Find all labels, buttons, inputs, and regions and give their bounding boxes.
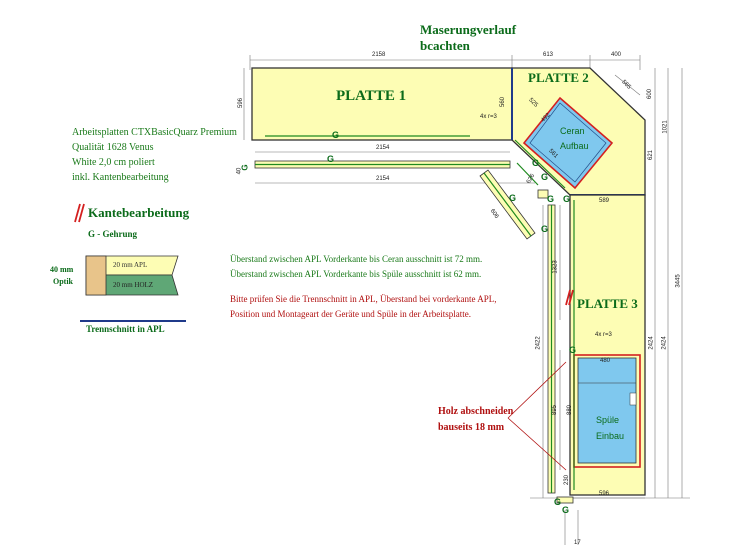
dim-label: 1323: [552, 260, 559, 274]
dim-label: 895: [552, 404, 559, 416]
miter-mark: G: [332, 130, 340, 140]
dim-label: 560: [500, 96, 507, 108]
dim-label: 589: [599, 198, 610, 204]
header-line-1: Maserungverlauf: [420, 22, 517, 37]
layer-holz: 20 mm HOLZ: [113, 281, 154, 289]
dim-label: 2154: [376, 145, 390, 151]
miter-mark: G: [327, 154, 335, 164]
note-sink: Überstand zwischen APL Vorderkante bis S…: [230, 269, 482, 279]
sink-cutout: [577, 357, 637, 464]
dim-label: 3445: [675, 274, 682, 288]
note-check-1: Bitte prüfen Sie die Trennschnitt in APL…: [230, 294, 497, 304]
info-edges: inkl. Kantenbearbeitung: [72, 172, 169, 183]
miter-mark: G: [532, 158, 540, 168]
dim-label: 2422: [535, 336, 542, 350]
dim-label: 596: [238, 97, 245, 109]
sink-label-1: Spüle: [596, 415, 620, 425]
tap-hole: [629, 392, 637, 406]
miter-mark: G: [541, 224, 549, 234]
edge-marks: [74, 203, 574, 306]
miter-mark: G: [554, 497, 562, 507]
dim-label: 600: [647, 88, 654, 100]
plate-1-label: PLATTE 1: [336, 88, 407, 104]
info-material: Arbeitsplatten CTXBasicQuarz Premium: [72, 127, 237, 138]
sink-label-2: Einbau: [596, 431, 625, 441]
legend-cut: Trennschnitt in APL: [86, 324, 165, 334]
holz-arrows: [507, 361, 567, 471]
dim-label: 613: [543, 52, 554, 58]
dim-label: 1021: [662, 120, 669, 134]
miter-mark: G: [562, 505, 570, 515]
dim-label: 17: [574, 540, 581, 546]
note-check-2: Position und Montageart der Geräte und S…: [230, 309, 471, 319]
dim-label: 230: [564, 474, 571, 486]
dim-label: 2158: [372, 52, 386, 58]
ceran-inner: [529, 102, 607, 183]
miter-mark: G: [509, 193, 517, 203]
dim-label: 400: [611, 52, 622, 58]
dim-label: 2424: [661, 336, 668, 350]
dim-label: 4x r=3: [480, 114, 497, 120]
info-finish: White 2,0 cm poliert: [72, 157, 155, 168]
optik-label-2: Optik: [53, 277, 74, 286]
dim-label: 4x r=3: [595, 332, 612, 338]
header-line-2: bcachten: [420, 38, 470, 53]
dim-label: 2154: [376, 176, 390, 182]
legend-miter: G - Gehrung: [88, 229, 138, 239]
optik-label-1: 40 mm: [50, 265, 74, 274]
holz-note-2: bauseits 18 mm: [438, 422, 505, 433]
optik-diagram: [80, 255, 186, 322]
dim-label: 621: [648, 149, 655, 161]
note-ceran: Überstand zwischen APL Vorderkante bis C…: [230, 254, 483, 264]
dim-label: 596: [599, 491, 610, 497]
plate-3-label: PLATTE 3: [577, 296, 638, 311]
miter-mark: G: [569, 345, 577, 355]
miter-mark: G: [563, 194, 571, 204]
holz-note-1: Holz abschneiden: [438, 406, 514, 417]
dim-label: 480: [600, 358, 611, 364]
layer-apl: 20 mm APL: [113, 261, 148, 269]
dim-label: 40: [236, 167, 243, 175]
ceran-label-1: Ceran: [560, 126, 585, 136]
plate-2-label: PLATTE 2: [528, 70, 589, 85]
ceran-label-2: Aufbau: [560, 141, 589, 151]
miter-mark: G: [541, 172, 549, 182]
legend-edge: Kantebearbeitung: [88, 205, 190, 220]
ceran-cutout: [522, 96, 614, 190]
miter-mark: G: [547, 194, 555, 204]
info-quality: Qualität 1628 Venus: [72, 142, 154, 153]
dim-label: 2424: [648, 336, 655, 350]
dim-label: 880: [567, 404, 574, 416]
edge-strips: [254, 135, 575, 504]
